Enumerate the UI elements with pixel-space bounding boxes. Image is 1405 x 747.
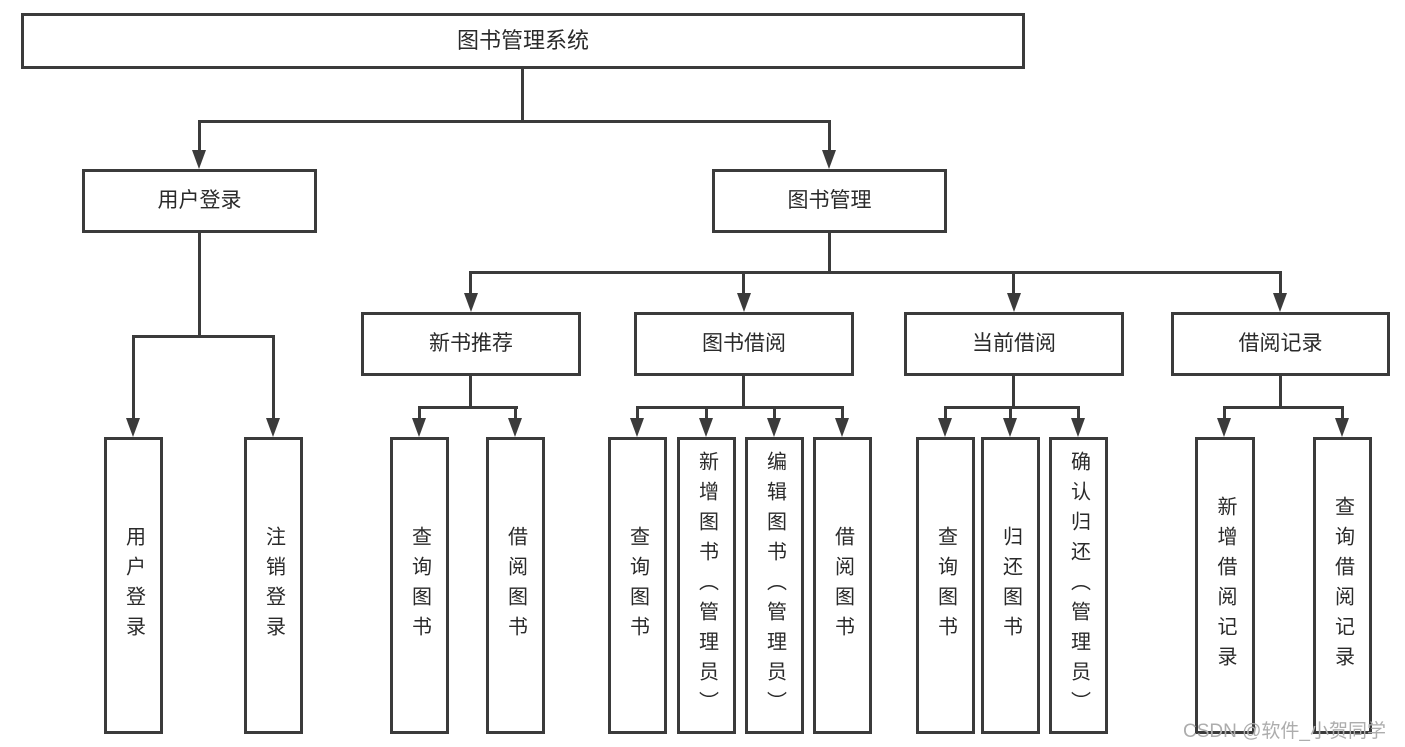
connector-line bbox=[1223, 406, 1344, 409]
arrowhead-down-icon bbox=[508, 418, 522, 437]
arrowhead-down-icon bbox=[412, 418, 426, 437]
arrowhead-down-icon bbox=[1335, 418, 1349, 437]
leaf-br-add-record: 新增借阅记录 bbox=[1195, 437, 1255, 734]
leaf-cb-confirm-return-admin: 确认归还（管理员） bbox=[1049, 437, 1108, 734]
node-user-login: 用户登录 bbox=[82, 169, 317, 233]
connector-line bbox=[1223, 406, 1226, 420]
arrowhead-down-icon bbox=[938, 418, 952, 437]
connector-line bbox=[636, 406, 844, 409]
arrowhead-down-icon bbox=[1007, 293, 1021, 312]
arrowhead-down-icon bbox=[630, 418, 644, 437]
arrowhead-down-icon bbox=[266, 418, 280, 437]
arrowhead-down-icon bbox=[835, 418, 849, 437]
connector-line bbox=[1279, 376, 1282, 408]
connector-line bbox=[841, 406, 844, 420]
leaf-nbr-borrow-book: 借阅图书 bbox=[486, 437, 545, 734]
arrowhead-down-icon bbox=[767, 418, 781, 437]
connector-line bbox=[521, 69, 524, 122]
leaf-cb-query-book: 查询图书 bbox=[916, 437, 975, 734]
connector-line bbox=[198, 120, 831, 123]
leaf-cb-return-book: 归还图书 bbox=[981, 437, 1040, 734]
connector-line bbox=[828, 233, 831, 273]
connector-line bbox=[514, 406, 517, 420]
node-borrow-record: 借阅记录 bbox=[1171, 312, 1390, 376]
connector-line bbox=[469, 271, 1282, 274]
leaf-bb-query-book: 查询图书 bbox=[608, 437, 667, 734]
connector-line bbox=[773, 406, 776, 420]
connector-line bbox=[828, 120, 831, 152]
connector-line bbox=[944, 406, 947, 420]
connector-line bbox=[944, 406, 1080, 409]
connector-line bbox=[198, 233, 201, 337]
connector-line bbox=[469, 376, 472, 408]
leaf-bb-add-book-admin: 新增图书（管理员） bbox=[677, 437, 736, 734]
connector-line bbox=[469, 271, 472, 295]
arrowhead-down-icon bbox=[1273, 293, 1287, 312]
connector-line bbox=[1279, 271, 1282, 295]
arrowhead-down-icon bbox=[464, 293, 478, 312]
arrowhead-down-icon bbox=[699, 418, 713, 437]
node-root: 图书管理系统 bbox=[21, 13, 1025, 69]
connector-line bbox=[705, 406, 708, 420]
connector-line bbox=[742, 271, 745, 295]
node-current-borrow: 当前借阅 bbox=[904, 312, 1124, 376]
connector-line bbox=[742, 376, 745, 408]
arrowhead-down-icon bbox=[1217, 418, 1231, 437]
arrowhead-down-icon bbox=[126, 418, 140, 437]
connector-line bbox=[1012, 376, 1015, 408]
connector-line bbox=[272, 335, 275, 420]
leaf-user-login: 用户登录 bbox=[104, 437, 163, 734]
arrowhead-down-icon bbox=[822, 150, 836, 169]
connector-line bbox=[1009, 406, 1012, 420]
connector-line bbox=[418, 406, 421, 420]
arrowhead-down-icon bbox=[1003, 418, 1017, 437]
connector-line bbox=[1012, 271, 1015, 295]
leaf-bb-edit-book-admin: 编辑图书（管理员） bbox=[745, 437, 804, 734]
arrowhead-down-icon bbox=[737, 293, 751, 312]
leaf-nbr-query-book: 查询图书 bbox=[390, 437, 449, 734]
connector-line bbox=[1341, 406, 1344, 420]
csdn-watermark: CSDN @软件_小贺同学 bbox=[1183, 721, 1386, 742]
leaf-br-query-record: 查询借阅记录 bbox=[1313, 437, 1372, 734]
leaf-bb-borrow-book: 借阅图书 bbox=[813, 437, 872, 734]
connector-line bbox=[636, 406, 639, 420]
node-book-management: 图书管理 bbox=[712, 169, 947, 233]
connector-line bbox=[1077, 406, 1080, 420]
node-new-book-recommend: 新书推荐 bbox=[361, 312, 581, 376]
node-book-borrow: 图书借阅 bbox=[634, 312, 854, 376]
connector-line bbox=[418, 406, 518, 409]
connector-line bbox=[198, 120, 201, 152]
connector-line bbox=[132, 335, 135, 420]
arrowhead-down-icon bbox=[192, 150, 206, 169]
leaf-logout: 注销登录 bbox=[244, 437, 303, 734]
arrowhead-down-icon bbox=[1071, 418, 1085, 437]
connector-line bbox=[132, 335, 275, 338]
